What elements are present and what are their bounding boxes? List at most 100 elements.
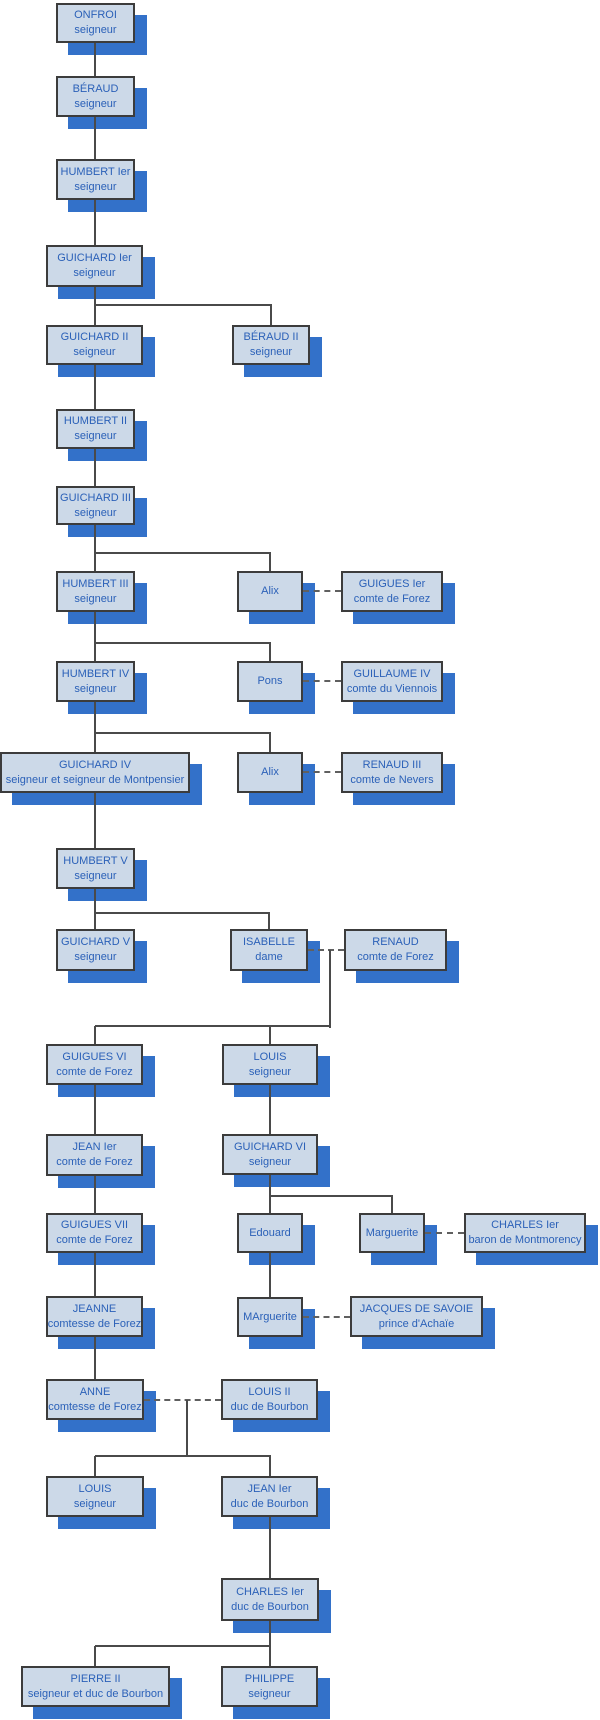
descent-line: [94, 702, 96, 752]
tree-node-alix[interactable]: Alix: [237, 571, 303, 612]
descent-line: [269, 1621, 271, 1646]
descent-line: [94, 1456, 96, 1476]
node-title: seigneur: [74, 951, 117, 963]
descent-line: [94, 889, 96, 929]
descent-line: [269, 1517, 271, 1578]
node-name: GUICHARD III: [60, 491, 131, 504]
tree-node-guigues-vi[interactable]: GUIGUES VI comte de Forez: [46, 1044, 143, 1085]
tree-node-humbert-v[interactable]: HUMBERT V seigneur: [56, 848, 135, 889]
descent-line: [269, 643, 271, 661]
descent-line: [94, 1026, 96, 1044]
descent-line: [94, 117, 96, 159]
node-title: prince d'Achaïe: [378, 1317, 455, 1330]
marriage-line: [303, 590, 341, 592]
descent-line: [270, 1195, 393, 1197]
tree-node-louis-ii[interactable]: LOUIS II duc de Bourbon: [221, 1379, 318, 1420]
node-title: seigneur: [74, 506, 117, 519]
node-name: CHARLES Ier: [236, 1585, 304, 1598]
descent-line: [269, 1085, 271, 1134]
node-name: LOUIS II: [248, 1385, 291, 1398]
node-title: duc de Bourbon: [230, 1400, 309, 1413]
marriage-line: [303, 680, 341, 682]
tree-node-edouard[interactable]: Edouard: [237, 1213, 303, 1253]
node-title: comtesse de Forez: [48, 1400, 142, 1413]
tree-node-marguerite[interactable]: Marguerite: [359, 1213, 425, 1253]
node-title: seigneur et duc de Bourbon: [27, 1687, 164, 1700]
marriage-line: [303, 1316, 350, 1318]
tree-node-pierre-ii[interactable]: PIERRE II seigneur et duc de Bourbon: [21, 1666, 170, 1707]
node-name: JEAN Ier: [72, 1141, 117, 1153]
tree-node-pons[interactable]: Pons: [237, 661, 303, 702]
node-name: HUMBERT V: [63, 854, 128, 867]
node-title: seigneur: [74, 869, 117, 882]
tree-node-guichard-iii[interactable]: GUICHARD III seigneur: [56, 486, 135, 525]
node-title: comte de Forez: [56, 1065, 133, 1078]
node-name: GUIGUES VI: [62, 1050, 127, 1063]
node-name: GUICHARD II: [60, 331, 129, 343]
node-name: JACQUES DE SAVOIE: [359, 1302, 474, 1315]
descent-line: [95, 732, 271, 734]
node-name: HUMBERT IV: [61, 667, 130, 680]
descent-line: [94, 449, 96, 486]
marriage-line: [303, 771, 341, 773]
node-name: ISABELLE: [243, 936, 295, 948]
node-name: BÉRAUD II: [243, 331, 299, 343]
descent-line: [269, 1026, 271, 1044]
node-title: seigneur: [73, 346, 116, 358]
tree-node-guigues-vii[interactable]: GUIGUES VII comte de Forez: [46, 1213, 143, 1253]
descent-line: [94, 365, 96, 409]
descent-line: [95, 642, 271, 644]
tree-node-isabelle[interactable]: ISABELLE dame: [230, 929, 308, 971]
node-name: PIERRE II: [70, 1672, 121, 1685]
node-title: comte de Forez: [353, 592, 431, 605]
descent-line: [269, 1253, 271, 1297]
descent-line: [94, 1085, 96, 1134]
node-name: RENAUD III: [362, 758, 422, 771]
node-name: GUIGUES VII: [60, 1219, 129, 1231]
descent-line: [95, 1455, 271, 1457]
node-name: JEAN Ier: [247, 1482, 292, 1495]
node-name: CHARLES Ier: [491, 1219, 559, 1231]
node-title: seigneur: [249, 346, 293, 358]
tree-node-guichard-v[interactable]: GUICHARD V seigneur: [56, 929, 135, 971]
descent-line: [329, 950, 331, 1028]
node-title: dame: [255, 951, 283, 963]
node-name: GUICHARD V: [60, 936, 131, 948]
marriage-line: [308, 949, 344, 951]
tree-node-marguerite[interactable]: MArguerite: [237, 1297, 303, 1337]
descent-line: [186, 1400, 188, 1456]
node-name: PHILIPPE: [244, 1672, 295, 1685]
node-title: comte de Forez: [56, 1234, 133, 1246]
tree-node-jacques-de-savoie[interactable]: JACQUES DE SAVOIE prince d'Achaïe: [350, 1296, 483, 1337]
descent-line: [95, 552, 271, 554]
node-title: seigneur: [73, 1497, 117, 1510]
tree-node-b-raud-ii[interactable]: BÉRAUD II seigneur: [232, 325, 310, 365]
node-title: seigneur et seigneur de Montpensier: [5, 773, 185, 786]
node-title: seigneur: [73, 267, 116, 279]
descent-line: [95, 1645, 271, 1647]
tree-node-guichard-ii[interactable]: GUICHARD II seigneur: [46, 325, 143, 365]
tree-node-alix[interactable]: Alix: [237, 752, 303, 793]
